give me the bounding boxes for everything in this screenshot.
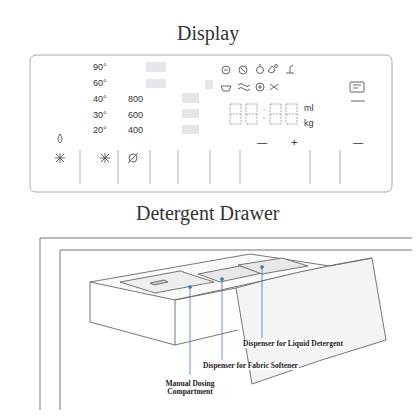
spin-speed-label: 800 [128,95,143,105]
button-separators [80,150,340,184]
callout-label: Dispenser for Fabric Softener [202,362,299,370]
display-panel [30,55,392,192]
callout-label: Dispenser for Liquid Detergent [242,340,344,348]
unit-label: ml [304,104,314,114]
spin-speed-label: 400 [128,126,143,136]
callout-label: Manual Dosing Compartment [158,380,222,397]
temperature-label: 20° [93,126,107,136]
temperature-label: 30° [93,111,107,121]
leader-lines [189,266,264,376]
temperature-label: 40° [93,95,107,105]
title: Display [177,22,239,44]
spin-speed-label: 600 [128,111,143,121]
indicator-bars [146,62,213,134]
detergent-drawer [40,238,412,410]
temperature-label: 60° [93,79,107,89]
program-icons [55,64,365,163]
plus-button: + [291,136,297,148]
unit-label: kg [304,119,314,129]
seven-segment-display [230,104,297,124]
minus-button: — [257,137,267,148]
minus-button: — [353,137,363,148]
section-title: Detergent Drawer [136,202,279,224]
temperature-label: 90° [93,63,107,73]
